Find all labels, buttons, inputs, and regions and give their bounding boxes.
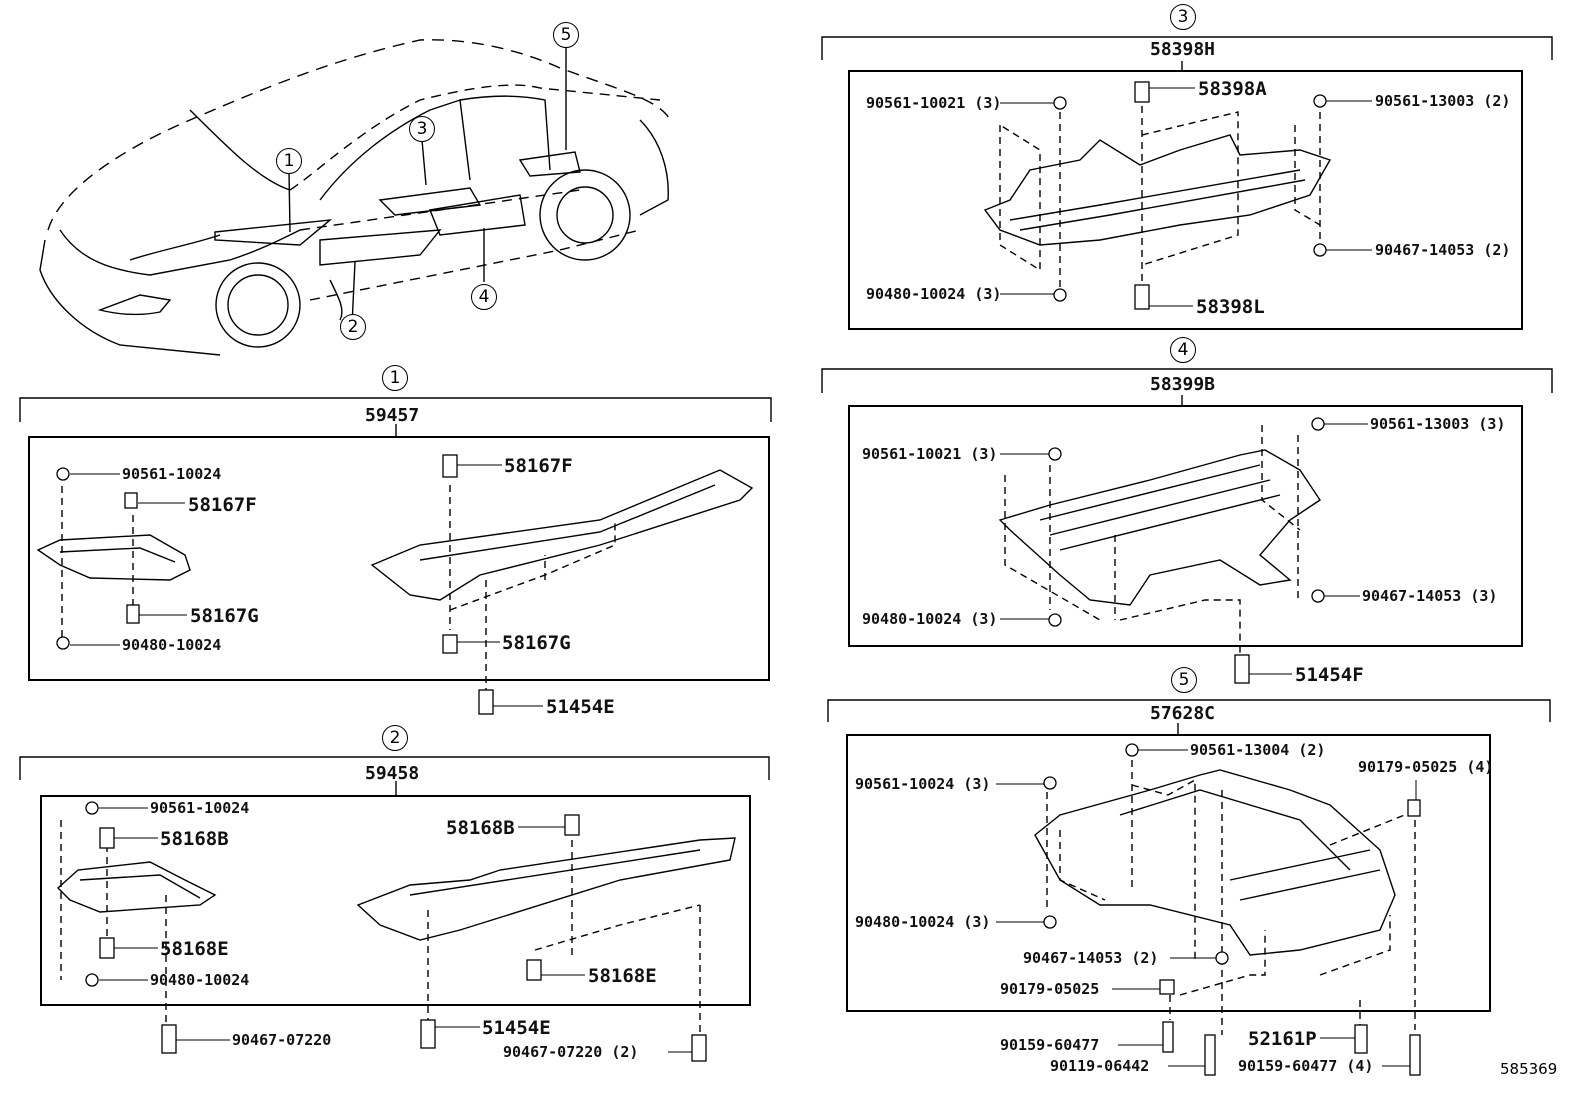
assembly-box — [846, 734, 1491, 1012]
overview-callout-3[interactable]: 3 — [409, 116, 435, 142]
part-label[interactable]: 58168E — [588, 965, 657, 987]
overview-callout-5[interactable]: 5 — [553, 22, 579, 48]
assembly-box — [848, 70, 1523, 330]
part-label[interactable]: 90159-60477 (4) — [1238, 1057, 1374, 1075]
part-label[interactable]: 90467-14053 (2) — [1023, 949, 1159, 967]
part-label[interactable]: 90561-10021 (3) — [862, 445, 998, 463]
part-label[interactable]: 58398L — [1196, 296, 1265, 318]
part-label[interactable]: 90467-07220 — [232, 1031, 332, 1049]
assembly-number[interactable]: 59458 — [365, 763, 420, 784]
part-label[interactable]: 58167G — [502, 632, 571, 654]
overview-callout-1[interactable]: 1 — [276, 148, 302, 174]
car-outline-illustration — [39, 39, 671, 356]
part-label[interactable]: 90467-14053 (3) — [1362, 587, 1498, 605]
part-label[interactable]: 58168B — [446, 817, 515, 839]
part-label[interactable]: 90480-10024 (3) — [855, 913, 991, 931]
assembly-number[interactable]: 58398H — [1150, 39, 1216, 60]
part-label[interactable]: 51454E — [482, 1017, 551, 1039]
part-label[interactable]: 90561-13004 (2) — [1190, 741, 1326, 759]
part-label[interactable]: 90561-10024 — [122, 465, 222, 483]
part-label[interactable]: 90480-10024 (3) — [866, 285, 1002, 303]
part-label[interactable]: 58398A — [1198, 78, 1267, 100]
group-index-callout: 1 — [382, 365, 408, 391]
assembly-number[interactable]: 57628C — [1150, 703, 1216, 724]
part-label[interactable]: 90119-06442 — [1050, 1057, 1150, 1075]
part-label[interactable]: 90561-13003 (2) — [1375, 92, 1511, 110]
part-label[interactable]: 51454F — [1295, 664, 1364, 686]
group-index-callout: 2 — [382, 725, 408, 751]
part-label[interactable]: 58168B — [160, 828, 229, 850]
part-label[interactable]: 90467-07220 (2) — [503, 1043, 639, 1061]
assembly-number[interactable]: 59457 — [365, 405, 420, 426]
assembly-box — [40, 795, 751, 1006]
part-label[interactable]: 58167F — [188, 494, 257, 516]
group-index-callout: 4 — [1170, 337, 1196, 363]
part-label[interactable]: 58168E — [160, 938, 229, 960]
overview-callout-2[interactable]: 2 — [340, 314, 366, 340]
assembly-number[interactable]: 58399B — [1150, 374, 1216, 395]
part-label[interactable]: 90561-10024 (3) — [855, 775, 991, 793]
part-label[interactable]: 90480-10024 — [150, 971, 250, 989]
part-label[interactable]: 90179-05025 — [1000, 980, 1100, 998]
figure-id: 585369 — [1500, 1060, 1558, 1078]
group-index-callout: 5 — [1171, 667, 1197, 693]
part-label[interactable]: 51454E — [546, 696, 615, 718]
part-label[interactable]: 52161P — [1248, 1028, 1317, 1050]
assembly-box — [28, 436, 770, 681]
part-label[interactable]: 90561-10024 — [150, 799, 250, 817]
part-label[interactable]: 90159-60477 — [1000, 1036, 1100, 1054]
part-label[interactable]: 90480-10024 — [122, 636, 222, 654]
part-label[interactable]: 90561-13003 (3) — [1370, 415, 1506, 433]
part-label[interactable]: 58167F — [504, 455, 573, 477]
overview-callout-4[interactable]: 4 — [471, 284, 497, 310]
part-label[interactable]: 90467-14053 (2) — [1375, 241, 1511, 259]
part-label[interactable]: 58167G — [190, 605, 259, 627]
part-label[interactable]: 90179-05025 (4) — [1358, 758, 1494, 776]
part-label[interactable]: 90480-10024 (3) — [862, 610, 998, 628]
group-index-callout: 3 — [1170, 4, 1196, 30]
part-label[interactable]: 90561-10021 (3) — [866, 94, 1002, 112]
assembly-box — [848, 405, 1523, 647]
